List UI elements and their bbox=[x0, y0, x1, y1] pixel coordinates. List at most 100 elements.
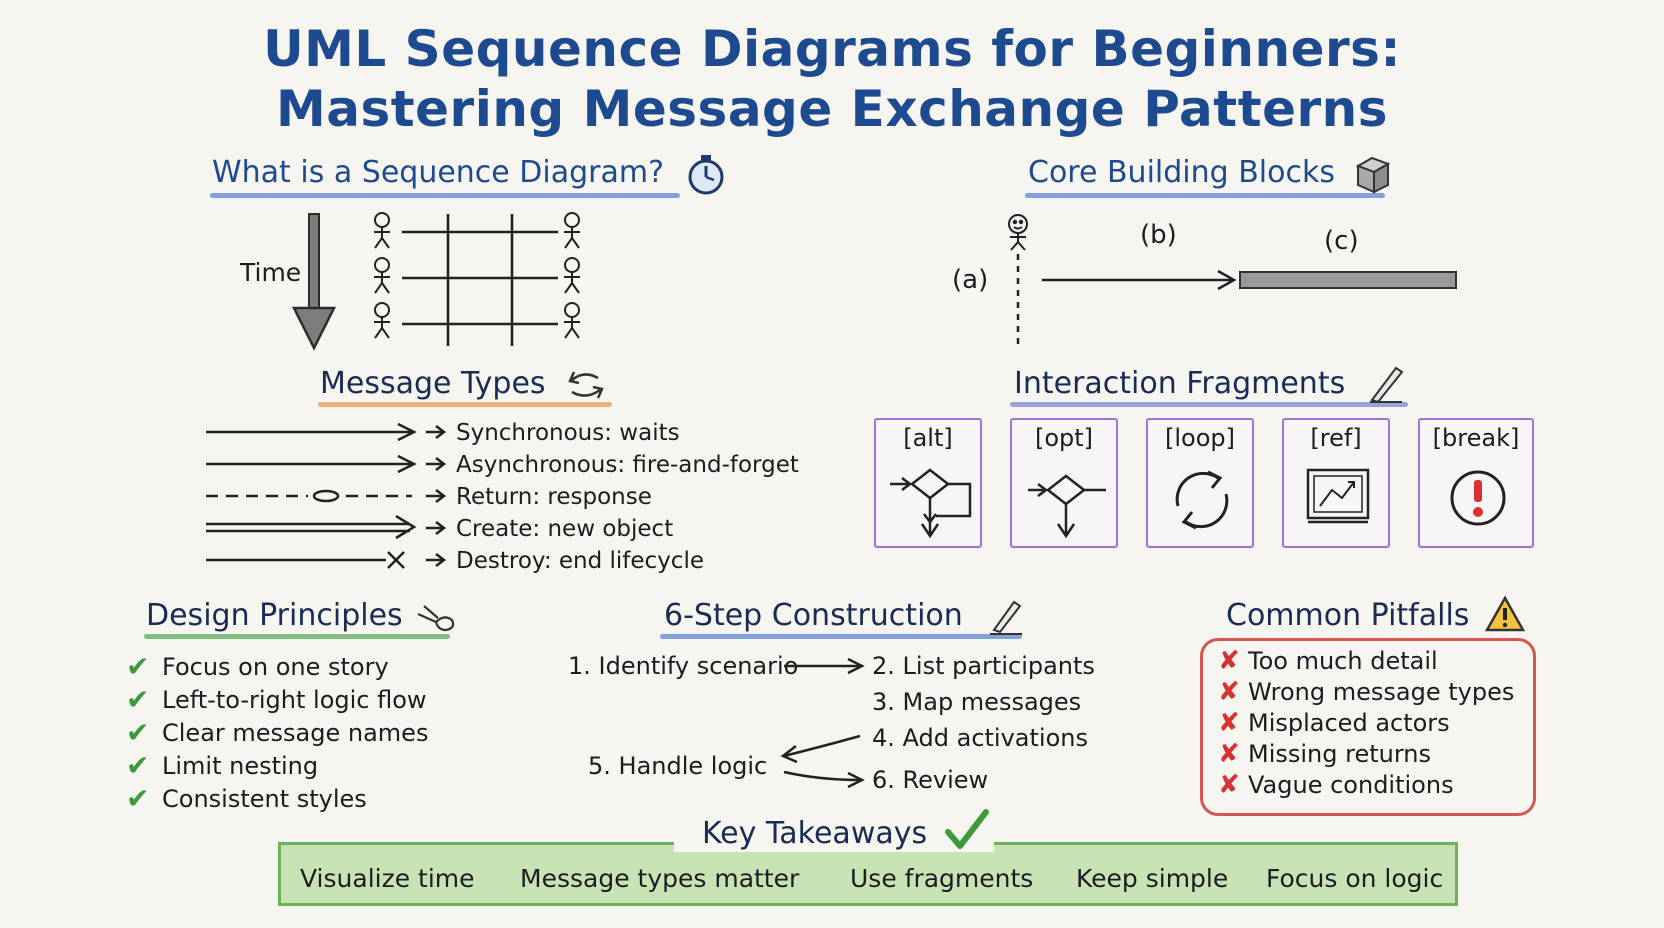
takeaway-item: Message types matter bbox=[520, 864, 800, 893]
design-item: ✔ Left-to-right logic flow bbox=[126, 683, 428, 716]
fragments-heading-text: Interaction Fragments bbox=[1014, 366, 1346, 401]
reference-chart-icon bbox=[1306, 468, 1370, 524]
asynchronous-line bbox=[206, 454, 447, 474]
message-type-async: Asynchronous: fire-and-forget bbox=[456, 452, 799, 478]
fragment-break: [break] bbox=[1418, 418, 1534, 548]
message-types-underline bbox=[318, 402, 612, 407]
step-flow-arrows bbox=[780, 657, 865, 789]
fragment-loop-label: [loop] bbox=[1165, 424, 1235, 452]
step-2: 2. List participants bbox=[872, 652, 1095, 680]
pitfall-item: ✘ Wrong message types bbox=[1218, 676, 1514, 707]
lifeline-grid bbox=[402, 214, 558, 346]
fragment-opt: [opt] bbox=[1010, 418, 1118, 548]
pitfalls-heading: Common Pitfalls bbox=[1226, 598, 1469, 633]
message-type-destroy: Destroy: end lifecycle bbox=[456, 548, 704, 574]
construction-heading-text: 6-Step Construction bbox=[664, 598, 963, 633]
takeaways-heading: Key Takeaways bbox=[702, 816, 927, 851]
construction-underline bbox=[660, 634, 1022, 639]
sequence-grid-illustration bbox=[291, 212, 580, 351]
design-item: ✔Consistent styles bbox=[126, 782, 428, 815]
pitfall-item: ✘Too much detail bbox=[1218, 645, 1514, 676]
optional-decision-icon bbox=[1028, 474, 1106, 539]
message-type-lines bbox=[206, 422, 447, 569]
design-item-text: Clear message names bbox=[162, 718, 429, 747]
alert-circle-icon bbox=[1450, 470, 1506, 526]
fragment-ref: [ref] bbox=[1282, 418, 1390, 548]
pitfall-item-text: Vague conditions bbox=[1248, 770, 1454, 799]
hand-pointer-icon bbox=[417, 605, 455, 632]
time-arrow bbox=[291, 213, 337, 351]
design-item-text: Focus on one story bbox=[162, 652, 389, 681]
lifeline-actor bbox=[1008, 214, 1028, 251]
pitfall-item-text: Wrong message types bbox=[1248, 677, 1515, 706]
fragment-opt-label: [opt] bbox=[1034, 424, 1094, 452]
return-line bbox=[206, 489, 447, 503]
pitfalls-box bbox=[1200, 638, 1536, 816]
message-type-return: Return: response bbox=[456, 484, 652, 510]
create-line bbox=[206, 514, 447, 540]
check-icon: ✔ bbox=[126, 749, 150, 782]
fragment-ref-label: [ref] bbox=[1310, 424, 1362, 452]
message-type-create: Create: new object bbox=[456, 516, 674, 542]
destroy-line bbox=[206, 551, 447, 569]
what-is-heading: What is a Sequence Diagram? bbox=[212, 155, 664, 190]
decision-flow-icon bbox=[890, 468, 972, 539]
step-4: 4. Add activations bbox=[872, 724, 1088, 752]
step-3: 3. Map messages bbox=[872, 688, 1082, 716]
swap-arrows-icon bbox=[568, 371, 604, 399]
fragment-alt: [alt] bbox=[874, 418, 982, 548]
takeaway-item: Visualize time bbox=[300, 864, 475, 893]
takeaway-item: Focus on logic bbox=[1266, 864, 1444, 893]
fragment-alt-label: [alt] bbox=[903, 424, 953, 452]
takeaways-heading-backdrop bbox=[674, 812, 994, 852]
pitfall-item: ✘Missing returns bbox=[1218, 738, 1514, 769]
x-mark-icon: ✘ bbox=[1218, 738, 1240, 769]
x-mark-icon: ✘ bbox=[1218, 676, 1240, 707]
what-is-underline bbox=[210, 193, 680, 198]
fragments-underline bbox=[1010, 402, 1408, 407]
message-types-heading-text: Message Types bbox=[320, 366, 546, 401]
pitfall-item-text: Misplaced actors bbox=[1248, 708, 1450, 737]
step-5: 5. Handle logic bbox=[588, 752, 768, 780]
design-item: ✔ Limit nesting bbox=[126, 749, 428, 782]
design-item-text: Consistent styles bbox=[162, 784, 367, 813]
checkmark-icon bbox=[945, 809, 989, 849]
check-icon: ✔ bbox=[126, 650, 150, 683]
block-label-a: (a) bbox=[952, 265, 989, 295]
what-is-heading-text: What is a Sequence Diagram? bbox=[212, 155, 665, 190]
pencil-ruler-icon bbox=[1370, 366, 1404, 404]
time-label: Time bbox=[240, 258, 302, 287]
design-heading: Design Principles bbox=[146, 598, 403, 633]
check-icon: ✔ bbox=[126, 716, 150, 749]
check-icon: ✔ bbox=[126, 683, 150, 716]
pitfall-item: ✘Vague conditions bbox=[1218, 769, 1514, 800]
core-blocks-illustration bbox=[1008, 214, 1457, 348]
step-6: 6. Review bbox=[872, 766, 989, 794]
pitfall-item-text: Too much detail bbox=[1248, 646, 1438, 675]
design-item-text: Left-to-right logic flow bbox=[162, 685, 427, 714]
actor-figures-left bbox=[374, 212, 390, 339]
pitfall-item: ✘Misplaced actors bbox=[1218, 707, 1514, 738]
fragment-break-label: [break] bbox=[1432, 424, 1520, 452]
core-blocks-heading-text: Core Building Blocks bbox=[1028, 155, 1335, 190]
arrow-step4-to-5 bbox=[780, 734, 861, 764]
pitfalls-heading-text: Common Pitfalls bbox=[1226, 598, 1470, 633]
warning-icon bbox=[1484, 595, 1526, 632]
design-item: ✔ Clear message names bbox=[126, 716, 428, 749]
takeaways-heading-text: Key Takeaways bbox=[702, 816, 928, 851]
core-blocks-heading: Core Building Blocks bbox=[1028, 155, 1335, 190]
design-underline bbox=[144, 634, 450, 639]
loop-arrows-icon bbox=[1175, 470, 1229, 530]
cube-icon bbox=[1355, 156, 1391, 194]
design-principles-list: ✔ Focus on one story ✔ Left-to-right logic… bbox=[126, 650, 428, 815]
synchronous-line bbox=[206, 422, 447, 442]
arrow-step1-to-2 bbox=[784, 657, 865, 675]
pencil-icon bbox=[990, 600, 1022, 635]
step-1: 1. Identify scenario bbox=[568, 652, 799, 680]
message-arrow bbox=[1042, 269, 1237, 291]
design-item-text: Limit nesting bbox=[162, 751, 319, 780]
arrow-step5-to-6 bbox=[783, 770, 865, 789]
block-label-b: (b) bbox=[1140, 220, 1177, 250]
fragment-loop: [loop] bbox=[1146, 418, 1254, 548]
takeaway-item: Keep simple bbox=[1076, 864, 1229, 893]
